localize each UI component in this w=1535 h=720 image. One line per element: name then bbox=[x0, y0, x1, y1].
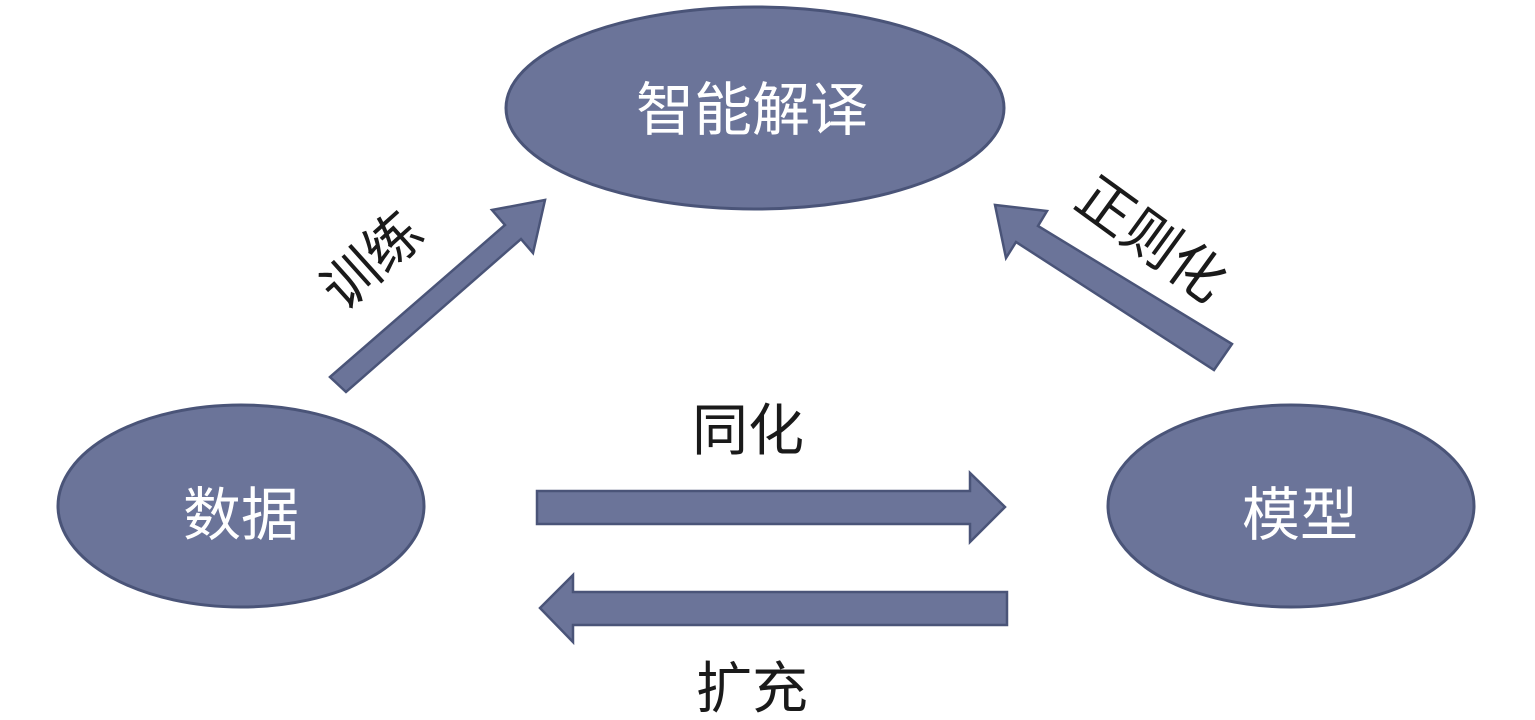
edge-label-expand: 扩充 bbox=[696, 657, 808, 720]
arrow-assimilate bbox=[535, 470, 1007, 546]
edge-assimilate: 同化 bbox=[535, 399, 1007, 546]
node-ellipse bbox=[504, 5, 1006, 211]
node-ellipse bbox=[1106, 403, 1476, 609]
node-data: 数据 bbox=[56, 403, 426, 609]
arrow-regularize bbox=[993, 203, 1234, 372]
edge-train: 训练 bbox=[309, 198, 547, 394]
node-label: 数据 bbox=[183, 481, 299, 549]
node-label: 智能解译 bbox=[636, 76, 868, 144]
edge-label-assimilate: 同化 bbox=[692, 399, 804, 464]
node-label: 模型 bbox=[1242, 481, 1358, 549]
arrow-train bbox=[328, 198, 547, 394]
node-intelligent-interpretation: 智能解译 bbox=[504, 5, 1006, 211]
node-model: 模型 bbox=[1106, 403, 1476, 609]
edge-expand: 扩充 bbox=[538, 571, 1009, 720]
edge-regularize: 正则化 bbox=[993, 164, 1238, 372]
node-ellipse bbox=[56, 403, 426, 609]
edge-label-regularize: 正则化 bbox=[1064, 164, 1238, 315]
arrow-expand bbox=[538, 571, 1009, 646]
